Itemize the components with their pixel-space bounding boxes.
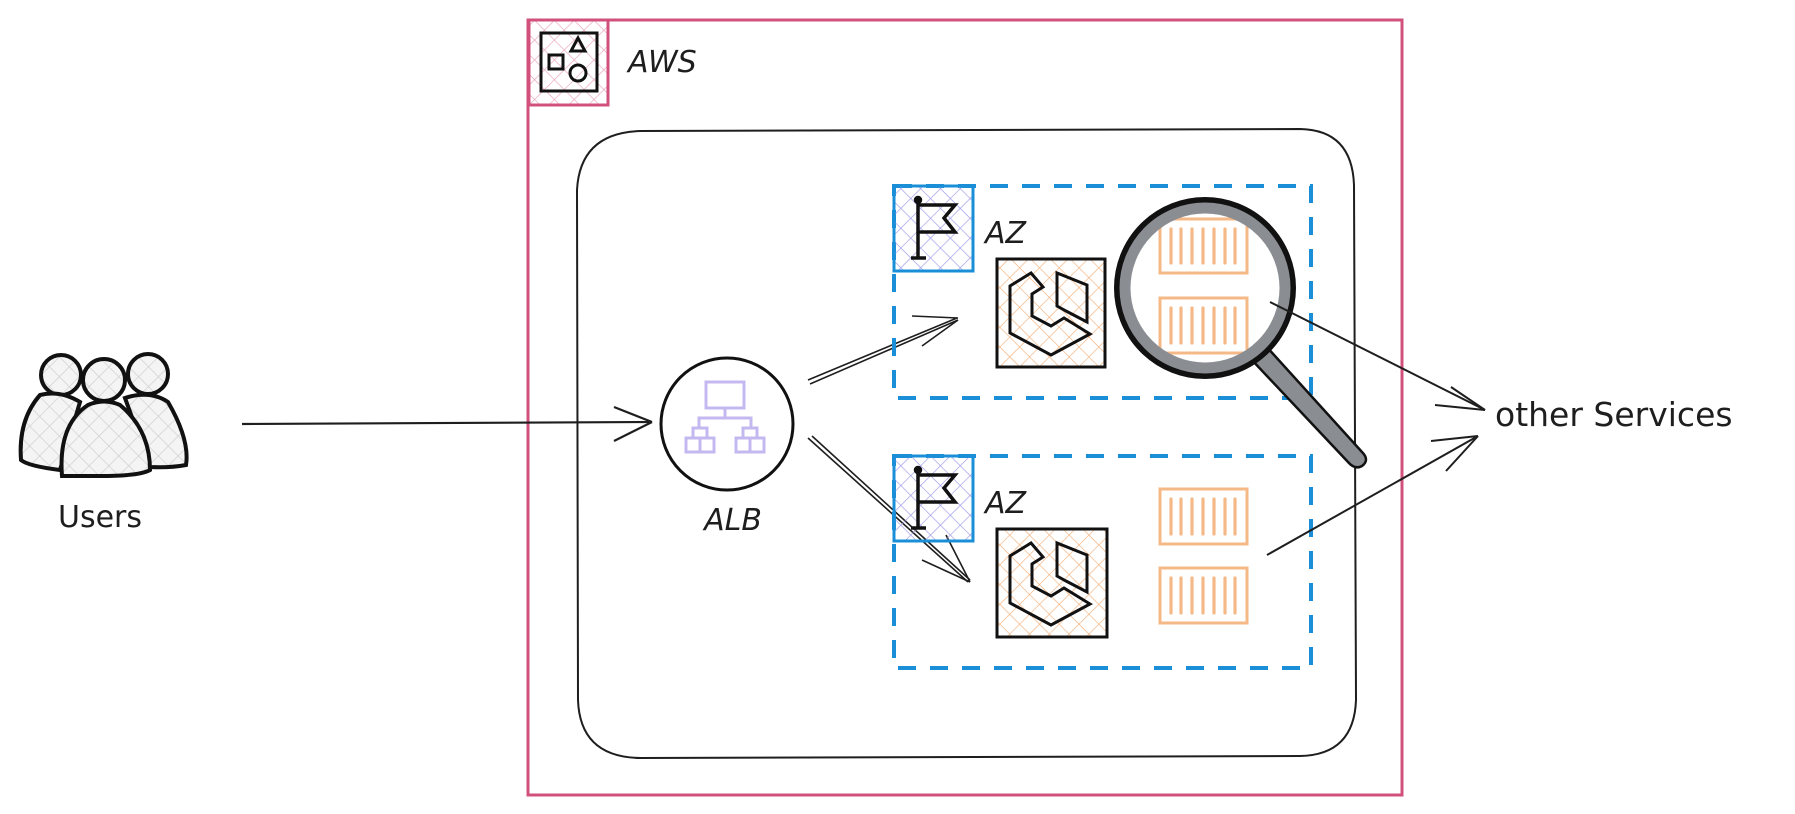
users-label: Users bbox=[58, 500, 142, 535]
load-balancer-hierarchy-icon bbox=[684, 380, 766, 454]
other-services-label[interactable]: other Services bbox=[1495, 395, 1733, 434]
edge-az1-to-other-services[interactable] bbox=[1269, 301, 1486, 411]
flag-icon bbox=[911, 195, 959, 260]
magnifier-icon bbox=[1114, 197, 1368, 469]
alb-circle bbox=[659, 356, 795, 492]
az2-containers[interactable] bbox=[1158, 487, 1249, 625]
users-node[interactable]: Users bbox=[18, 352, 189, 535]
az1-boundary bbox=[892, 184, 1313, 400]
ecs-hexagon-icon bbox=[1008, 540, 1094, 627]
az1-label: AZ bbox=[983, 216, 1028, 251]
aws-shapes-icon bbox=[539, 31, 599, 93]
ecs2-node[interactable] bbox=[995, 527, 1109, 639]
flag-icon bbox=[911, 465, 959, 530]
container-icon bbox=[1158, 566, 1249, 625]
aws-group[interactable]: AWS bbox=[526, 18, 1404, 797]
az1-containers[interactable] bbox=[1158, 217, 1249, 355]
ecs-hexagon-icon bbox=[1008, 270, 1094, 357]
az1-group[interactable]: AZ bbox=[892, 184, 1313, 400]
ecs2-tile bbox=[995, 527, 1109, 639]
az2-boundary bbox=[892, 454, 1313, 670]
container-icon bbox=[1158, 217, 1249, 275]
aws-label: AWS bbox=[626, 45, 697, 80]
users-group-icon bbox=[18, 352, 189, 478]
az2-group[interactable]: AZ bbox=[892, 454, 1313, 670]
aws-boundary bbox=[526, 18, 1404, 797]
az1-icon-tile bbox=[892, 184, 975, 273]
az2-icon-tile bbox=[892, 454, 975, 543]
inner-region-boundary[interactable] bbox=[575, 127, 1358, 760]
edge-alb-to-ecs1[interactable] bbox=[807, 315, 959, 385]
alb-label: ALB bbox=[702, 503, 762, 538]
az2-label: AZ bbox=[983, 486, 1028, 521]
container-icon bbox=[1158, 487, 1249, 546]
ecs1-node[interactable] bbox=[995, 257, 1107, 369]
edge-users-to-alb[interactable] bbox=[241, 405, 653, 442]
ecs1-tile bbox=[995, 257, 1107, 369]
edge-alb-to-ecs2[interactable] bbox=[807, 435, 971, 583]
alb-node[interactable]: ALB bbox=[659, 356, 795, 538]
edge-az2-to-other-services[interactable] bbox=[1266, 435, 1479, 556]
container-icon bbox=[1158, 296, 1249, 355]
